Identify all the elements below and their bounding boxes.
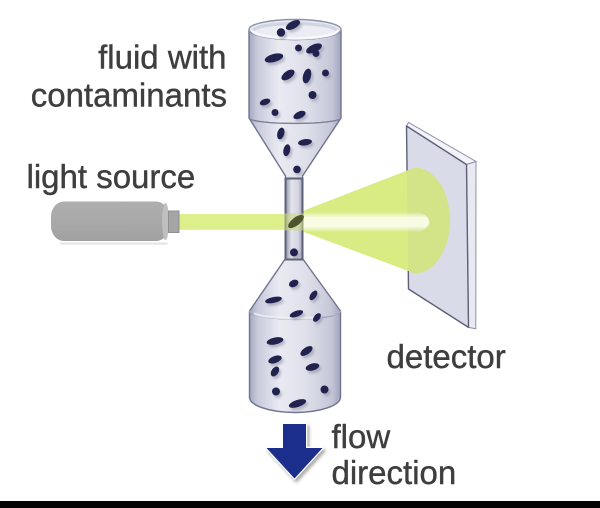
svg-text:detector: detector [387,338,506,375]
svg-text:fluid with: fluid with [98,39,226,76]
svg-text:light source: light source [27,158,196,195]
svg-text:flow: flow [332,418,391,455]
svg-text:contaminants: contaminants [31,77,227,114]
svg-text:direction: direction [332,454,457,491]
